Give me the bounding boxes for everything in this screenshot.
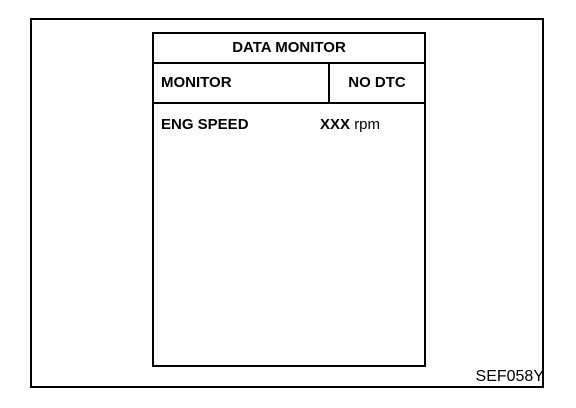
monitor-label: MONITOR [154,64,330,102]
monitor-item-row: ENG SPEED XXX rpm [154,114,424,136]
screen-title: DATA MONITOR [154,34,424,64]
figure-frame [30,18,544,388]
monitor-item-name: ENG SPEED [161,116,249,133]
monitor-item-value: XXX [320,116,351,133]
consult-screen: DATA MONITOR MONITOR NO DTC ENG SPEED XX… [152,32,426,367]
monitor-header-row: MONITOR NO DTC [154,64,424,104]
dtc-status-label: NO DTC [348,74,406,91]
figure-code: SEF058Y [475,368,544,385]
monitor-item-unit: rpm [354,116,381,133]
monitor-item-value-group: XXX rpm [320,114,380,136]
